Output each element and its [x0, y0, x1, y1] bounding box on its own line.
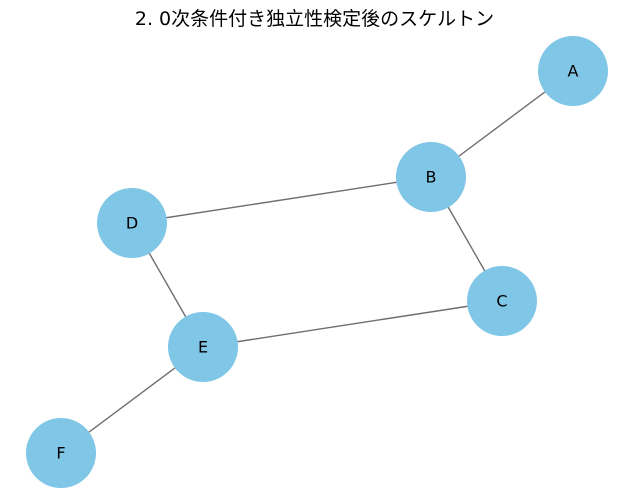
node-circle-d — [97, 188, 167, 258]
node-label-b: B — [426, 168, 437, 187]
node-a: A — [538, 36, 608, 106]
node-label-f: F — [56, 444, 65, 463]
node-label-c: C — [496, 292, 507, 311]
node-b: B — [396, 142, 466, 212]
node-c: C — [467, 266, 537, 336]
node-circle-a — [538, 36, 608, 106]
node-label-e: E — [198, 338, 208, 357]
node-e: E — [168, 312, 238, 382]
edge-c-e — [202, 300, 503, 348]
node-f: F — [26, 418, 96, 488]
node-label-d: D — [126, 214, 138, 233]
edges-layer — [60, 70, 574, 454]
node-circle-e — [168, 312, 238, 382]
diagram-title: 2. 0次条件付き独立性検定後のスケルトン — [134, 8, 495, 30]
node-circle-b — [396, 142, 466, 212]
node-circle-c — [467, 266, 537, 336]
nodes-layer: A B C D E F — [26, 36, 608, 488]
node-d: D — [97, 188, 167, 258]
node-circle-f — [26, 418, 96, 488]
edge-b-d — [131, 176, 432, 224]
node-label-a: A — [568, 62, 579, 81]
